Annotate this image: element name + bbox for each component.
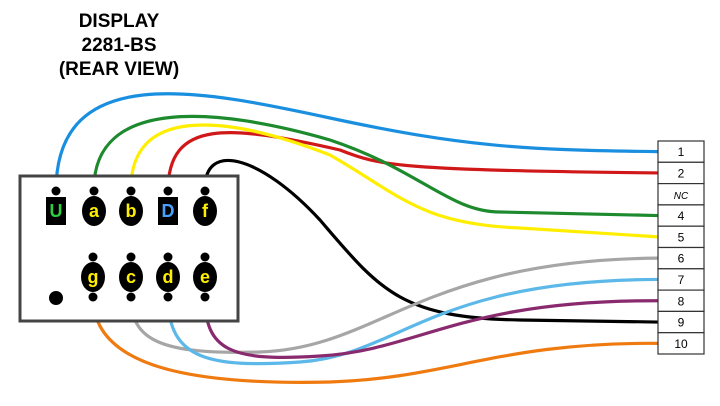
terminal-5: 5 xyxy=(657,225,705,249)
pin-b-body xyxy=(119,196,143,226)
terminal-10: 10 xyxy=(657,332,705,355)
pin-D-solder-dot xyxy=(163,186,173,196)
wire-U-to-1 xyxy=(54,92,660,193)
terminal-6: 6 xyxy=(657,246,705,270)
pin-e-body xyxy=(193,262,217,292)
pin-d-label: d xyxy=(163,267,174,287)
terminal-label: 8 xyxy=(678,294,685,308)
pin-g-label: g xyxy=(88,267,99,287)
wire-b-to-5 xyxy=(129,123,660,239)
pin-g: g xyxy=(81,252,105,292)
wire-d-to-7 xyxy=(166,277,660,366)
wire-D-to-2 xyxy=(166,131,660,193)
pin-b-label: b xyxy=(126,201,137,221)
pin-a: a xyxy=(82,186,106,226)
terminal-label: NC xyxy=(674,191,689,202)
pin-c-lower-dot xyxy=(126,292,136,302)
pin-f-label: f xyxy=(202,201,209,221)
terminal-cell xyxy=(657,332,705,355)
pin-g-body xyxy=(81,262,105,292)
pin-a-body xyxy=(82,196,106,226)
terminal-4: 4 xyxy=(657,204,705,227)
terminal-NC: NC xyxy=(657,183,705,206)
title-line-2: 2281-BS xyxy=(82,35,157,56)
pin-e: e xyxy=(193,252,217,292)
pin-d-lower-dot xyxy=(163,292,173,302)
pin-c-label: c xyxy=(126,267,136,287)
terminal-label: 10 xyxy=(674,337,688,351)
terminal-label: 6 xyxy=(678,252,685,266)
terminal-7: 7 xyxy=(657,268,705,291)
wires-layer xyxy=(54,92,660,384)
pin-D-body xyxy=(158,197,178,225)
terminal-8: 8 xyxy=(657,289,705,313)
mounting-hole xyxy=(49,291,63,305)
terminal-label: 5 xyxy=(678,230,685,244)
pin-U-label: U xyxy=(50,201,63,221)
pin-c-solder-dot xyxy=(126,252,136,262)
terminal-block: 1 2NC 4 5 6 7 8 9 10 xyxy=(657,140,705,355)
pin-f: f xyxy=(193,186,217,226)
terminal-label: 1 xyxy=(678,145,685,159)
pin-f-body xyxy=(193,196,217,226)
wire-a-to-4 xyxy=(92,114,660,218)
pin-e-solder-dot xyxy=(200,252,210,262)
pin-U-solder-dot xyxy=(51,186,61,196)
pin-b-solder-dot xyxy=(126,186,136,196)
pin-a-label: a xyxy=(89,201,100,221)
pin-b: b xyxy=(119,186,143,226)
terminal-label: 4 xyxy=(678,209,685,223)
pin-g-lower-dot xyxy=(88,292,98,302)
title-line-3: (REAR VIEW) xyxy=(59,59,179,80)
wire-e-to-8 xyxy=(203,295,660,360)
pin-D: D xyxy=(158,186,178,225)
pin-U-body xyxy=(46,197,66,225)
pin-U: U xyxy=(46,186,66,225)
pin-a-solder-dot xyxy=(89,186,99,196)
terminal-label: 2 xyxy=(678,166,685,180)
terminal-1: 1 xyxy=(657,140,705,163)
pin-d: d xyxy=(156,252,180,292)
pin-d-body xyxy=(156,262,180,292)
pin-f-solder-dot xyxy=(200,186,210,196)
pin-c: c xyxy=(119,252,143,292)
pin-D-label: D xyxy=(162,201,175,221)
title-line-1: DISPLAY xyxy=(79,11,160,32)
pin-g-solder-dot xyxy=(88,252,98,262)
pin-d-solder-dot xyxy=(163,252,173,262)
terminal-label: 9 xyxy=(678,316,685,330)
pin-c-body xyxy=(119,262,143,292)
terminal-2: 2 xyxy=(657,161,705,185)
pin-e-lower-dot xyxy=(200,292,210,302)
terminal-label: 7 xyxy=(678,273,685,287)
wire-c-to-6 xyxy=(129,256,660,354)
pin-e-label: e xyxy=(200,267,210,287)
terminal-9: 9 xyxy=(657,310,705,334)
wire-g-to-10 xyxy=(91,295,660,384)
